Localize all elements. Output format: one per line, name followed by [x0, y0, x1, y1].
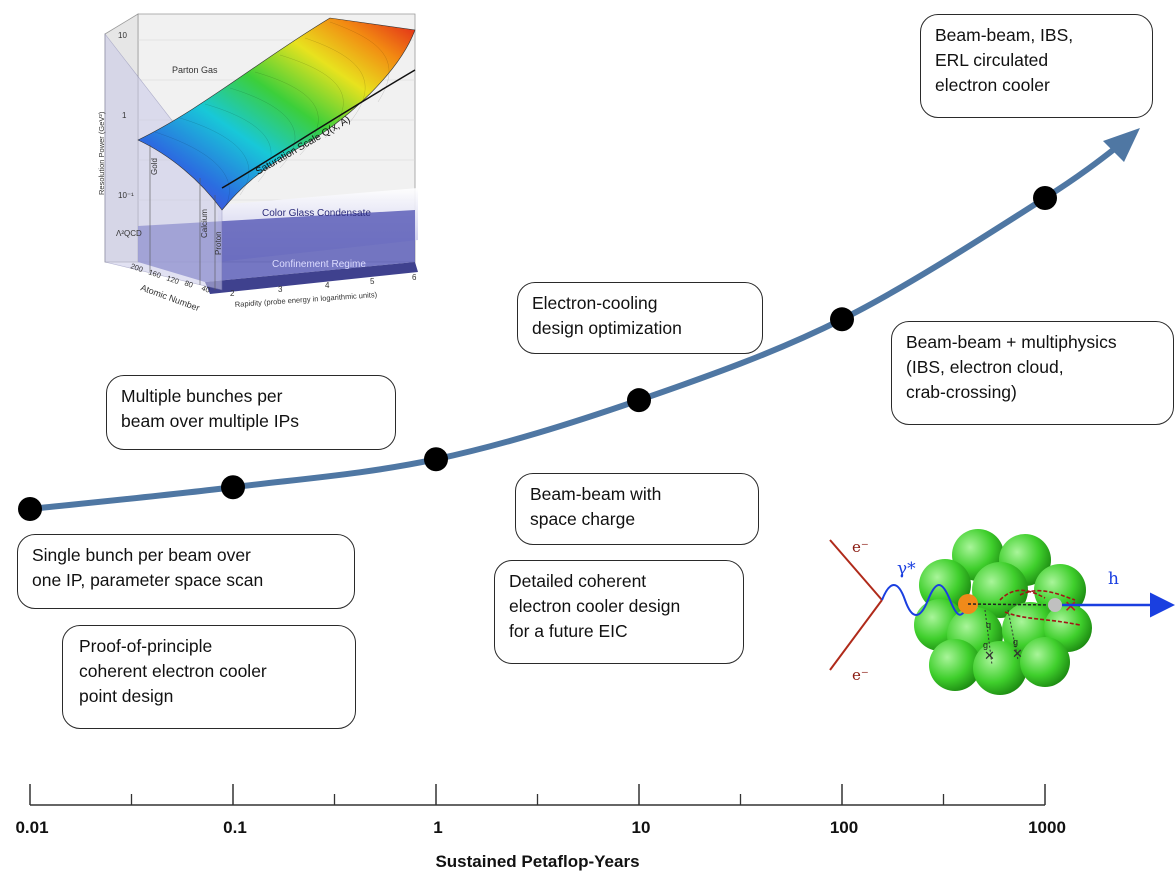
- x-axis-tick-label: 0.1: [223, 818, 247, 837]
- inset-region-confinement: Confinement Regime: [272, 259, 366, 270]
- milestone-box-proof-of-principle: Proof-of-principle coherent electron coo…: [62, 625, 356, 729]
- inset-depth-tick: 120: [165, 273, 180, 286]
- electron-in-label: e⁻: [852, 538, 869, 556]
- x-axis-tick-label: 1: [433, 818, 443, 837]
- inset-nucleus-gold: Gold: [150, 158, 159, 175]
- saturation-scale-line: [221, 69, 416, 189]
- nucleon: [929, 639, 981, 691]
- inset-ytick-lambda: Λ²QCD: [116, 229, 142, 238]
- nucleon: [973, 641, 1027, 695]
- inset-xtick: 2: [230, 289, 235, 298]
- inset-xticks: 2 3 4 5 6: [230, 273, 417, 298]
- inset-depth-ticks: 200 160 120 80 40: [129, 261, 211, 294]
- inset-xlabel: Rapidity (probe energy in logarithmic un…: [235, 290, 378, 309]
- inset-depth-tick: 160: [147, 267, 162, 280]
- milestone-point: [424, 447, 448, 472]
- gluon-line: [984, 609, 993, 666]
- x-axis-tick-label: 10: [631, 818, 651, 837]
- x-axis-title: Sustained Petaflop-Years: [435, 852, 640, 871]
- saturation-surface: [137, 17, 416, 211]
- photon-line: [881, 584, 969, 616]
- x-axis-tick-label: 0.01: [15, 818, 49, 837]
- struck-quark-line: [967, 603, 1056, 606]
- milestone-box-electron-cooling: Electron-cooling design optimization: [517, 282, 763, 354]
- milestone-box-single-bunch: Single bunch per beam over one IP, param…: [17, 534, 355, 609]
- electron-out-line: [829, 599, 883, 671]
- inset-depth-tick: 80: [183, 278, 194, 289]
- nucleon: [1034, 564, 1086, 616]
- inset-xtick: 4: [325, 281, 330, 290]
- inset-ytick-0-1: 10⁻¹: [118, 191, 134, 200]
- gluon-line: [1007, 609, 1019, 661]
- inset-ytick-1: 1: [122, 111, 127, 120]
- milestone-point: [221, 475, 245, 500]
- nucleon: [1020, 637, 1070, 687]
- cross-mark: ✕: [1012, 646, 1023, 661]
- nucleon: [919, 559, 971, 611]
- milestone-point: [830, 307, 854, 332]
- x-axis-tick-label: 1000: [1028, 818, 1066, 837]
- dis-diagram: ✕ ✕ ✕: [829, 529, 1175, 695]
- outgoing-hadron-vertex: [1048, 598, 1062, 612]
- inset-region-parton-gas: Parton Gas: [172, 65, 218, 75]
- quark-label: g: [1013, 637, 1018, 647]
- electron-in-line: [829, 539, 883, 601]
- inset-xtick: 3: [278, 285, 283, 294]
- cross-mark: ✕: [1064, 599, 1077, 616]
- inset-xtick: 6: [412, 273, 417, 282]
- inset-xtick: 5: [370, 277, 375, 286]
- inset-region-cgc: Color Glass Condensate: [262, 208, 371, 219]
- milestone-box-erl-cooler: Beam-beam, IBS, ERL circulated electron …: [920, 14, 1153, 118]
- inset-depth-tick: 200: [129, 261, 144, 274]
- milestone-box-multiphysics: Beam-beam + multiphysics (IBS, electron …: [891, 321, 1174, 425]
- inset-ylabel: Resolution Power (GeV²): [97, 111, 106, 195]
- milestone-point: [18, 497, 42, 521]
- electron-out-label: e⁻: [852, 666, 869, 684]
- gluon-cascade: [999, 589, 1081, 626]
- quark-label: q: [986, 620, 991, 630]
- milestone-box-beam-beam-space-charge: Beam-beam with space charge: [515, 473, 759, 545]
- milestone-point: [1033, 186, 1057, 210]
- saturation-3d-inset: [104, 13, 418, 294]
- inset-depth-tick: 40: [200, 283, 211, 294]
- milestone-box-multiple-bunches: Multiple bunches per beam over multiple …: [106, 375, 396, 450]
- x-axis-tick-label: 100: [829, 818, 859, 837]
- quark-label: g: [983, 640, 988, 650]
- milestone-box-detailed-coherent: Detailed coherent electron cooler design…: [494, 560, 744, 664]
- inset-nucleus-calcium: Calcium: [200, 209, 209, 238]
- milestone-point: [627, 388, 651, 413]
- inset-ytick-10: 10: [118, 31, 127, 40]
- hadron-label: h: [1108, 569, 1119, 589]
- photon-label: γ*: [897, 559, 916, 579]
- cross-mark: ✕: [984, 648, 995, 663]
- inset-nucleus-proton: Proton: [214, 231, 223, 255]
- progress-curve-arrowhead: [1103, 128, 1140, 162]
